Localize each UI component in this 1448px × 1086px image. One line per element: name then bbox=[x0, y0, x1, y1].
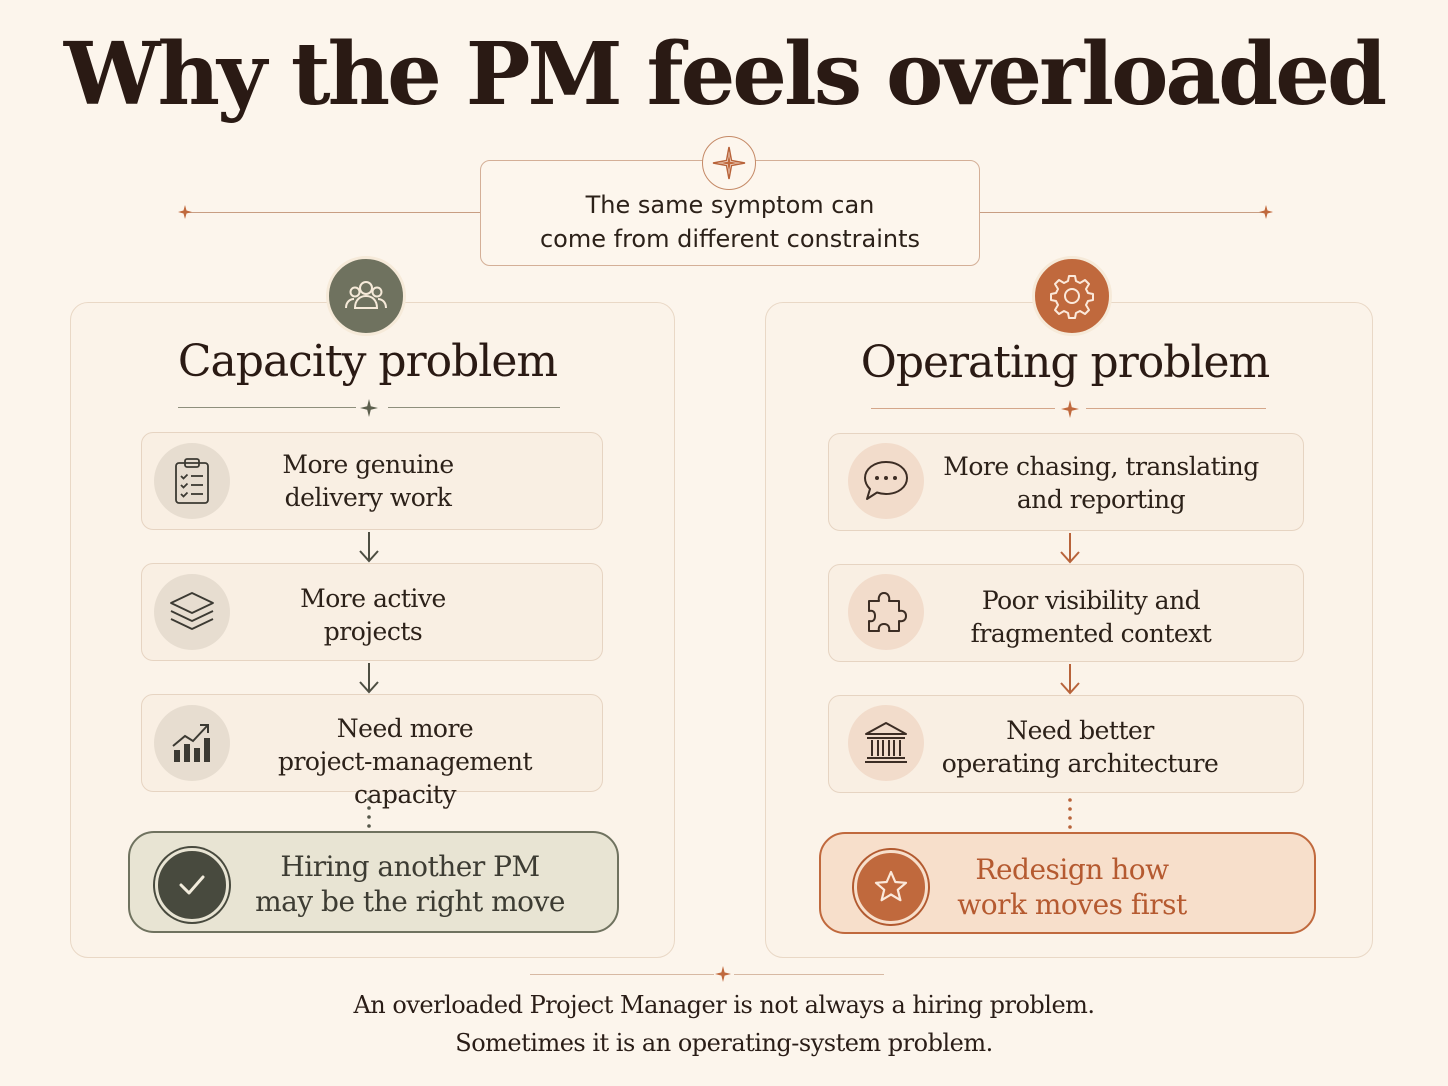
building-icon bbox=[848, 705, 924, 781]
layers-icon bbox=[154, 574, 230, 650]
dotted-connector bbox=[1068, 798, 1072, 829]
operating-result-text: Redesign how work moves first bbox=[950, 852, 1194, 922]
capacity-step-1-text: More genuine delivery work bbox=[234, 448, 502, 514]
step-line-2: projects bbox=[323, 617, 423, 646]
divider bbox=[178, 407, 356, 408]
subtitle-line-2: come from different constraints bbox=[539, 225, 921, 253]
banner-line-left bbox=[185, 212, 480, 213]
footer-line-2: Sometimes it is an operating-system prob… bbox=[455, 1029, 993, 1057]
arrow-down-icon bbox=[1060, 533, 1080, 564]
dotted-connector bbox=[367, 797, 371, 828]
operating-step-1-text: More chasing, translating and reporting bbox=[940, 450, 1262, 516]
capacity-title: Capacity problem bbox=[177, 336, 558, 387]
capacity-result-text: Hiring another PM may be the right move bbox=[250, 849, 570, 919]
step-line-2: and reporting bbox=[1016, 485, 1186, 514]
divider bbox=[388, 407, 560, 408]
step-line-1: Poor visibility and bbox=[981, 586, 1201, 615]
operating-step-3-text: Need better operating architecture bbox=[930, 714, 1230, 780]
step-line-2: fragmented context bbox=[970, 619, 1212, 648]
step-line-1: More chasing, translating bbox=[943, 452, 1259, 481]
growth-chart-icon bbox=[154, 705, 230, 781]
step-line-1: More genuine bbox=[282, 450, 454, 479]
sparkle-icon bbox=[715, 966, 731, 982]
capacity-step-3-text: Need more project-management capacity bbox=[230, 712, 580, 811]
banner-line-right bbox=[980, 212, 1265, 213]
operating-step-2-text: Poor visibility and fragmented context bbox=[940, 584, 1242, 650]
divider bbox=[1086, 408, 1266, 409]
operating-title: Operating problem bbox=[860, 337, 1270, 388]
step-line-2: project-management capacity bbox=[277, 747, 533, 809]
divider bbox=[871, 408, 1055, 409]
step-line-1: Need more bbox=[336, 714, 474, 743]
chat-bubble-icon bbox=[848, 443, 924, 519]
arrow-down-icon bbox=[359, 532, 379, 563]
step-line-1: Need better bbox=[1006, 716, 1154, 745]
divider bbox=[530, 974, 714, 975]
subtitle: The same symptom can come from different… bbox=[480, 188, 980, 256]
arrow-down-icon bbox=[359, 663, 379, 694]
footer-line-1: An overloaded Project Manager is not alw… bbox=[353, 991, 1095, 1019]
people-icon bbox=[326, 256, 406, 336]
sparkle-icon bbox=[178, 205, 192, 219]
step-line-1: More active bbox=[300, 584, 446, 613]
clipboard-icon bbox=[154, 443, 230, 519]
divider bbox=[734, 974, 884, 975]
compass-icon bbox=[702, 136, 756, 190]
gear-icon bbox=[1032, 256, 1112, 336]
result-line-2: may be the right move bbox=[255, 885, 565, 918]
result-line-2: work moves first bbox=[957, 888, 1187, 921]
step-line-2: operating architecture bbox=[941, 749, 1219, 778]
sparkle-icon bbox=[1061, 400, 1079, 418]
result-line-1: Hiring another PM bbox=[280, 850, 540, 883]
sparkle-icon bbox=[1259, 205, 1273, 219]
arrow-down-icon bbox=[1060, 664, 1080, 695]
sparkle-icon bbox=[360, 399, 378, 417]
page-title: Why the PM feels overloaded bbox=[63, 24, 1387, 125]
subtitle-line-1: The same symptom can bbox=[585, 191, 875, 219]
step-line-2: delivery work bbox=[284, 483, 452, 512]
check-icon bbox=[155, 848, 229, 922]
puzzle-icon bbox=[848, 574, 924, 650]
capacity-step-2-text: More active projects bbox=[234, 582, 512, 648]
result-line-1: Redesign how bbox=[975, 853, 1169, 886]
footer-note: An overloaded Project Manager is not alw… bbox=[0, 986, 1448, 1062]
star-icon bbox=[854, 850, 928, 924]
